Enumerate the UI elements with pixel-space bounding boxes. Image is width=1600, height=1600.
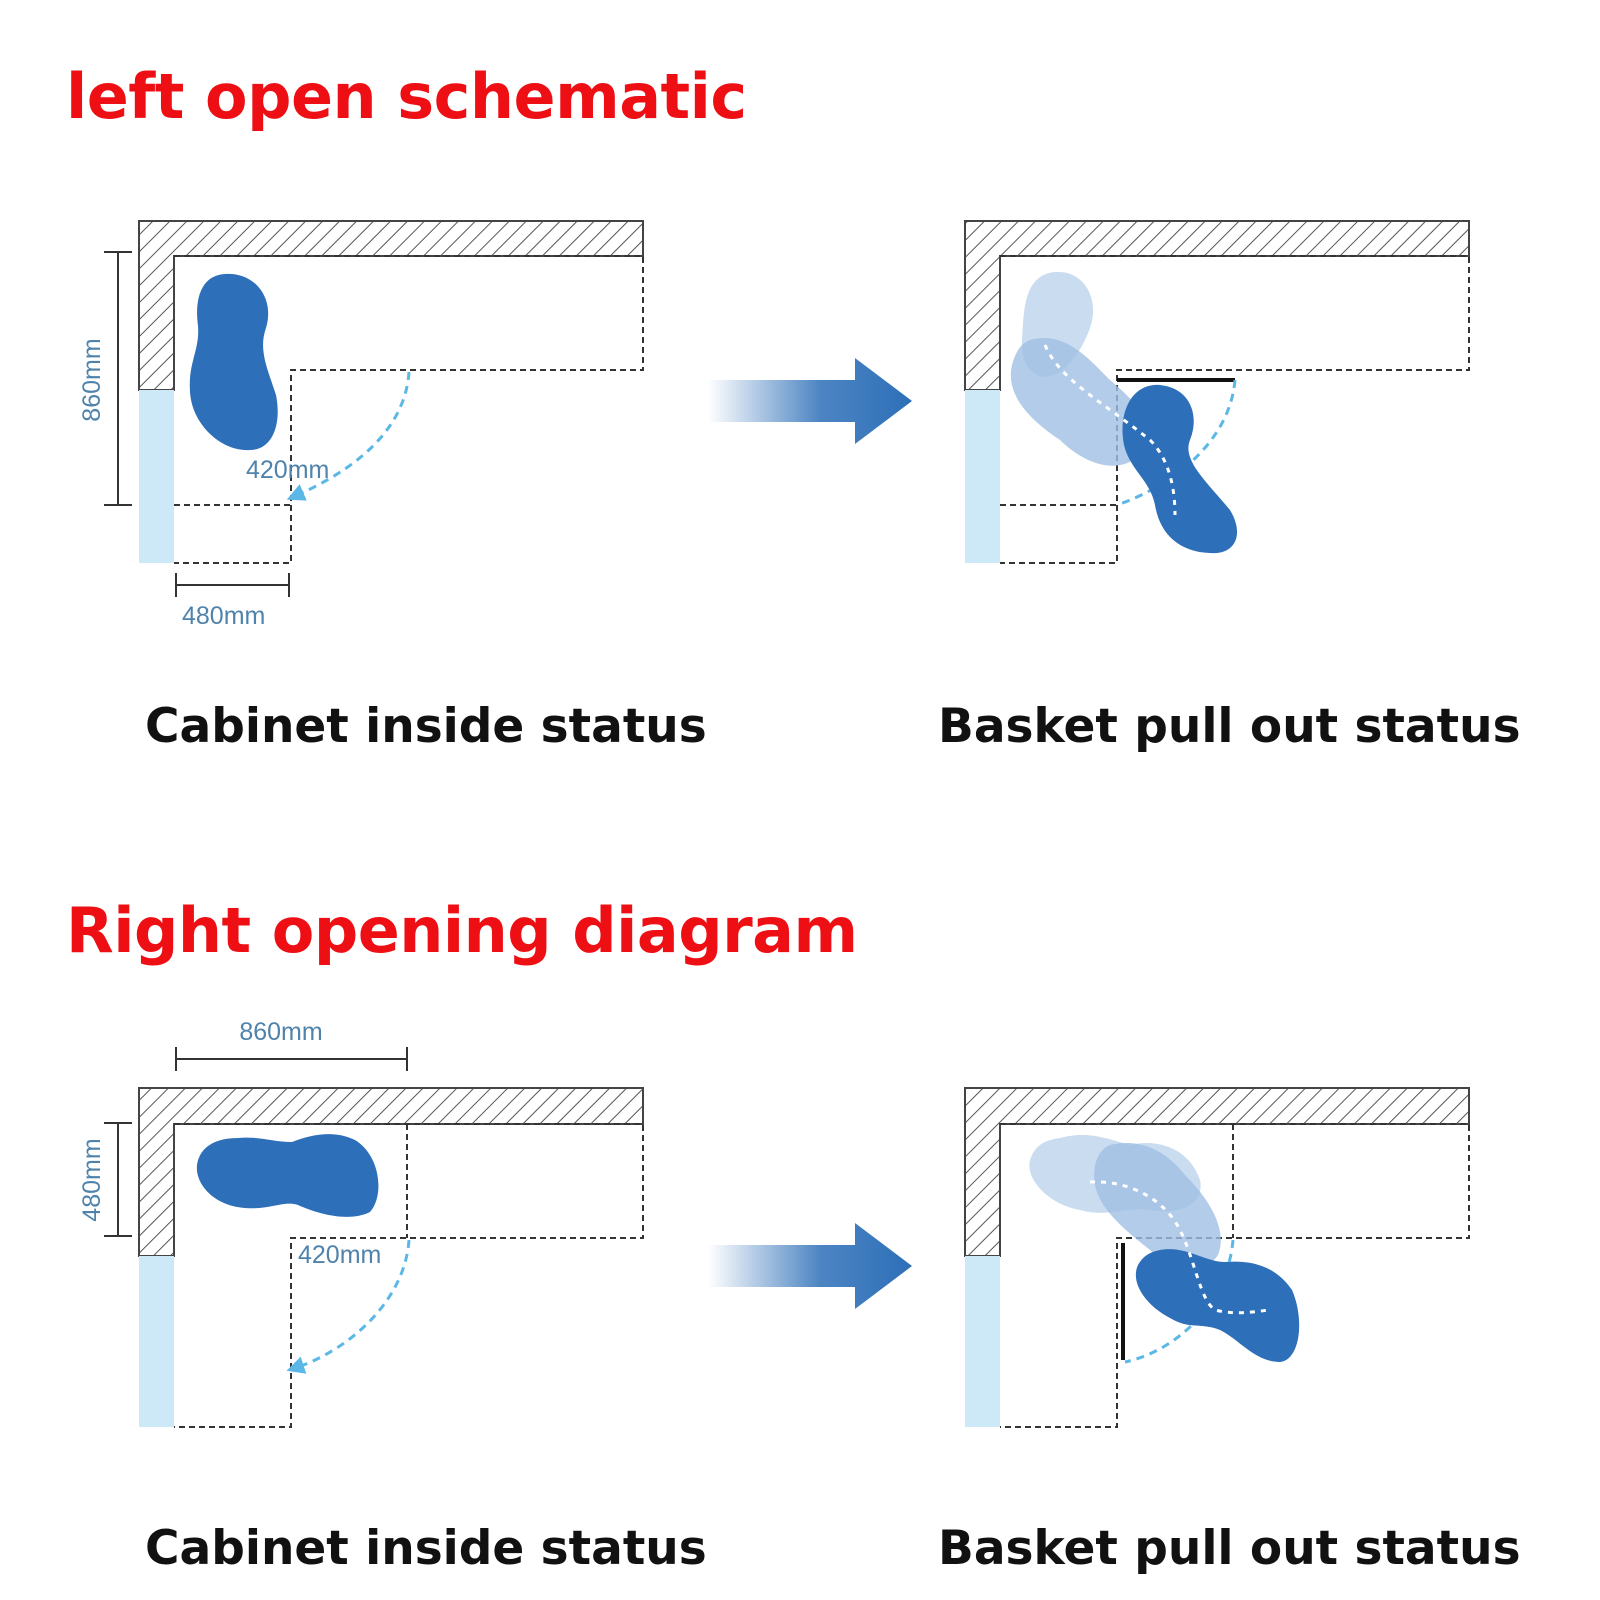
cabinet-inside-status-caption: Cabinet inside status <box>145 699 707 754</box>
basket-pull-out-status-caption: Basket pull out status <box>938 699 1521 754</box>
swing-arc <box>286 1239 411 1374</box>
depth-dimension-label: 480mm <box>78 1138 106 1221</box>
arrow-icon <box>708 1223 912 1309</box>
transition-arrow-bottom <box>708 1223 912 1309</box>
left-open-schematic-title: left open schematic <box>66 60 747 133</box>
bottom-left-cabinet: 860mm 480mm 420mm <box>78 1018 644 1428</box>
depth-dimension-line <box>104 1122 132 1237</box>
swing-dimension-label: 420mm <box>298 1241 381 1269</box>
basket <box>1135 1249 1300 1362</box>
right-opening-diagram-title: Right opening diagram <box>66 894 858 967</box>
transition-arrow-top <box>708 358 912 444</box>
door-panel <box>139 1256 174 1427</box>
basket-ghost-2 <box>1010 338 1149 466</box>
width-dimension-line <box>175 573 290 597</box>
cabinet-inside-status-caption: Cabinet inside status <box>145 1521 707 1576</box>
width-dimension-line <box>175 1047 408 1071</box>
top-left-cabinet: 860mm 420mm 480mm <box>78 220 644 630</box>
bottom-right-cabinet <box>964 1087 1470 1428</box>
motion-path <box>1043 344 1177 516</box>
basket <box>196 1134 379 1217</box>
cabinet-outline <box>1000 1123 1470 1428</box>
top-right-cabinet <box>964 220 1470 564</box>
width-dimension-label: 860mm <box>239 1018 322 1046</box>
swing-arc <box>1116 379 1237 507</box>
swing-dimension-label: 420mm <box>246 456 329 484</box>
door-panel <box>965 390 1000 563</box>
motion-path <box>1089 1180 1269 1315</box>
door-panel <box>139 390 174 563</box>
arrow-icon <box>708 358 912 444</box>
depth-dimension-line <box>104 251 132 506</box>
door-panel <box>965 1256 1000 1427</box>
cabinet-outline <box>174 255 644 564</box>
depth-dimension-label: 860mm <box>78 338 106 421</box>
cabinet-outline <box>1000 255 1470 564</box>
swing-arc <box>286 371 411 501</box>
basket <box>1122 384 1238 554</box>
cabinet-outline <box>174 1123 644 1428</box>
width-dimension-label: 480mm <box>182 602 265 630</box>
basket <box>189 273 278 451</box>
basket-ghost-2 <box>1094 1143 1221 1268</box>
basket-pull-out-status-caption: Basket pull out status <box>938 1521 1521 1576</box>
